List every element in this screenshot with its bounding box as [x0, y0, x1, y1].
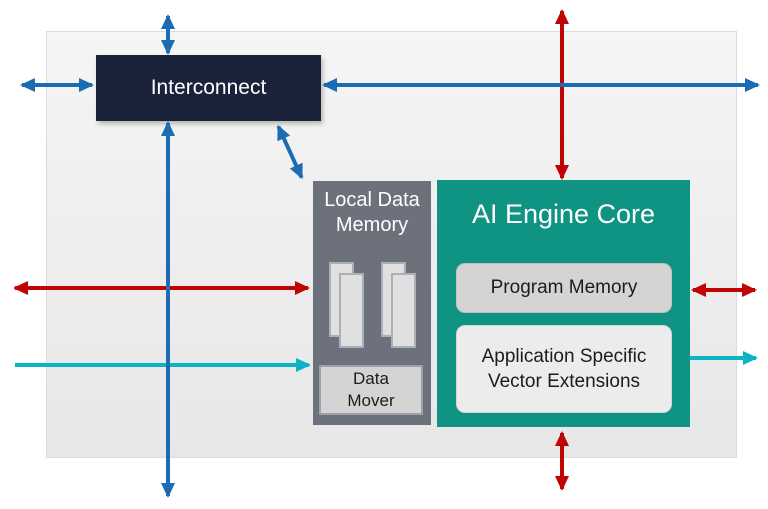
ai-engine-core-block: AI Engine Core Program Memory Applicatio…: [437, 180, 690, 427]
data-mover-label: Data Mover: [347, 369, 395, 410]
arrow-core-east-cyan: [690, 351, 758, 365]
memory-bank-icon: [380, 262, 416, 348]
memory-bank-front-rect: [338, 273, 364, 348]
interconnect-label: Interconnect: [150, 76, 267, 99]
program-memory-label: Program Memory: [490, 277, 638, 298]
ai-engine-core-title: AI Engine Core: [471, 199, 656, 229]
memory-banks-group: [313, 262, 431, 348]
arrow-memory-west-red: [13, 281, 310, 295]
arrow-memory-west-cyan: [15, 358, 311, 372]
local-data-memory-title: Local Data Memory: [324, 189, 420, 236]
arrow-core-east-red: [691, 283, 757, 297]
program-memory-box: Program Memory: [456, 263, 672, 313]
arrow-interconnect-east: [322, 78, 760, 92]
arrow-interconnect-north: [161, 14, 175, 55]
arrow-core-south: [555, 431, 569, 491]
memory-bank-icon: [328, 262, 364, 348]
interconnect-block: Interconnect: [96, 55, 321, 121]
arrow-interconnect-west: [20, 78, 94, 92]
data-mover-box: Data Mover: [319, 365, 423, 415]
memory-bank-front-rect: [390, 273, 416, 348]
vector-extensions-box: Application Specific Vector Extensions: [456, 325, 672, 413]
arrow-interconnect-south: [161, 121, 175, 498]
vector-extensions-label: Application Specific Vector Extensions: [481, 346, 647, 392]
arrow-core-north: [555, 9, 569, 180]
local-data-memory-block: Local Data Memory Data Mover: [313, 181, 431, 425]
